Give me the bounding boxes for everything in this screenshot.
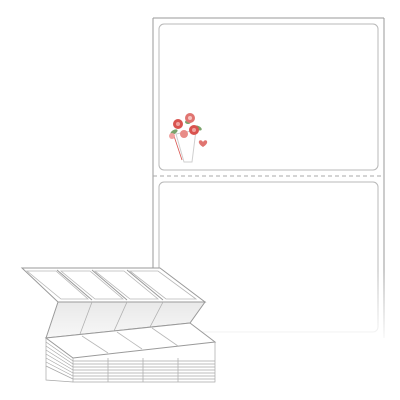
label-top [158,23,379,171]
flower-bouquet-icon [169,113,208,163]
fanfold-stack-layers [45,338,216,383]
fanfold-label-stack [20,267,217,383]
